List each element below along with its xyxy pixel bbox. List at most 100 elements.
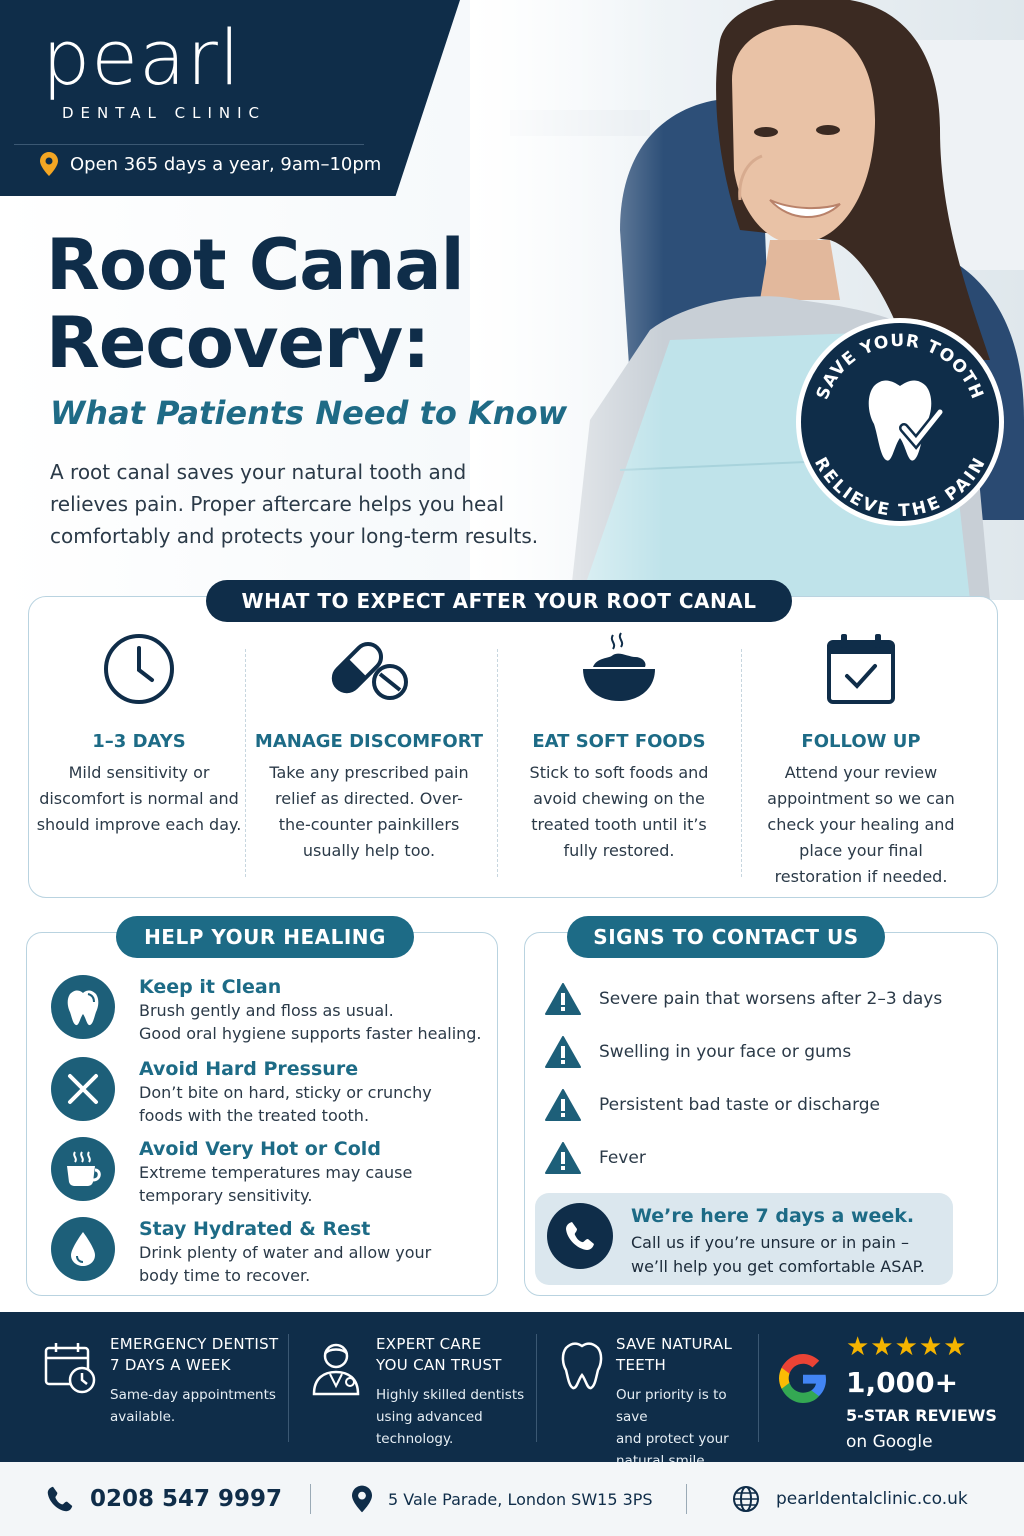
footer-phone[interactable]: 0208 547 9997 (46, 1462, 282, 1536)
water-drop-icon (71, 1232, 95, 1266)
save-tooth-seal: SAVE YOUR TOOTH RELIEVE THE PAIN (796, 318, 1004, 526)
sign-text: Swelling in your face or gums (599, 1042, 852, 1062)
healing-item-temperature: Avoid Very Hot or Cold Extreme temperatu… (51, 1137, 412, 1207)
expect-item-text: Mild sensitivity or discomfort is normal… (36, 763, 242, 834)
expect-item-title: EAT SOFT FOODS (532, 731, 706, 752)
healing-item-title: Keep it Clean (139, 976, 282, 998)
expect-heading: WHAT TO EXPECT AFTER YOUR ROOT CANAL (206, 580, 792, 622)
phone-icon (566, 1222, 594, 1250)
sign-item: Persistent bad taste or discharge (545, 1089, 880, 1121)
warning-icon (545, 1089, 581, 1121)
expect-item-discomfort: MANAGE DISCOMFORT Take any prescribed pa… (253, 629, 485, 864)
expect-item-title: MANAGE DISCOMFORT (254, 731, 484, 752)
sign-item: Swelling in your face or gums (545, 1036, 851, 1068)
call-title: We’re here 7 days a week. (631, 1205, 915, 1227)
title-line-1: Root Canal (46, 224, 465, 306)
expect-item-follow-up: FOLLOW UP Attend your review appointment… (745, 629, 977, 890)
globe-icon (733, 1486, 759, 1512)
logo-subtitle: DENTAL CLINIC (62, 104, 267, 122)
dentist-icon (312, 1343, 360, 1396)
expect-item-text: Take any prescribed pain relief as direc… (269, 763, 469, 860)
divider (497, 649, 498, 877)
healing-item-hydrate: Stay Hydrated & Rest Drink plenty of wat… (51, 1217, 431, 1287)
sign-item: Severe pain that worsens after 2–3 days (545, 983, 942, 1015)
footer-website[interactable]: pearldentalclinic.co.uk (732, 1462, 968, 1536)
review-count: 1,000+ (846, 1366, 959, 1399)
healing-item-clean: Keep it Clean Brush gently and floss as … (51, 975, 482, 1045)
divider (310, 1484, 311, 1514)
healing-item-pressure: Avoid Hard Pressure Don’t bite on hard, … (51, 1057, 432, 1127)
healing-item-text: Drink plenty of water and allow your (139, 1243, 432, 1262)
opening-hours: Open 365 days a year, 9am–10pm (40, 152, 381, 176)
divider (741, 649, 742, 877)
call-us-box: We’re here 7 days a week. Call us if you… (535, 1193, 953, 1285)
no-bite-icon (68, 1074, 98, 1104)
expect-item-text: Attend your review appointment so we can… (767, 763, 955, 886)
phone-icon (47, 1486, 73, 1512)
location-pin-icon (352, 1485, 372, 1513)
what-to-expect-panel: 1–3 DAYS Mild sensitivity or discomfort … (28, 596, 998, 898)
clock-icon (104, 634, 174, 704)
brand-panel (0, 0, 460, 196)
phone-number[interactable]: 0208 547 9997 (90, 1486, 283, 1512)
warning-icon (545, 1142, 581, 1174)
divider (288, 1334, 289, 1442)
expect-item-title: 1–3 DAYS (92, 731, 186, 752)
sign-text: Fever (599, 1148, 646, 1168)
hot-cup-icon (67, 1151, 101, 1186)
opening-hours-text: Open 365 days a year, 9am–10pm (70, 153, 382, 175)
pills-icon (331, 641, 408, 700)
healing-item-text: Don’t bite on hard, sticky or crunchy (139, 1083, 432, 1102)
contact-signs-panel: Severe pain that worsens after 2–3 days … (524, 932, 998, 1296)
divider (245, 649, 246, 877)
call-text-line: Call us if you’re unsure or in pain – (631, 1233, 909, 1252)
website-link[interactable]: pearldentalclinic.co.uk (776, 1489, 968, 1509)
healing-item-title: Stay Hydrated & Rest (139, 1218, 371, 1240)
healing-item-title: Avoid Hard Pressure (139, 1058, 359, 1080)
sign-text: Persistent bad taste or discharge (599, 1095, 881, 1115)
tooth-icon (67, 990, 99, 1026)
healing-item-text: Brush gently and floss as usual. (139, 1001, 394, 1020)
call-text-line: we’ll help you get comfortable ASAP. (631, 1257, 925, 1276)
footer-address: 5 Vale Parade, London SW15 3PS (352, 1462, 653, 1536)
healing-item-text: Extreme temperatures may cause (139, 1163, 413, 1182)
healing-item-text: foods with the treated tooth. (139, 1106, 370, 1125)
divider (536, 1334, 537, 1442)
help-healing-panel: Keep it Clean Brush gently and floss as … (26, 932, 498, 1296)
page-subtitle: What Patients Need to Know (50, 394, 568, 432)
address-text: 5 Vale Parade, London SW15 3PS (388, 1489, 653, 1509)
review-label: 5-STAR REVIEWS (846, 1406, 997, 1425)
bowl-icon (583, 632, 655, 701)
healing-item-text: body time to recover. (139, 1266, 311, 1285)
sign-text: Severe pain that worsens after 2–3 days (599, 989, 943, 1009)
logo-wordmark: pearl (42, 13, 241, 102)
sign-item: Fever (545, 1142, 646, 1174)
tooth-outline-icon (561, 1342, 603, 1390)
expect-item-text: Stick to soft foods and avoid chewing on… (529, 763, 709, 860)
google-logo-icon (779, 1354, 826, 1403)
healing-item-text: temporary sensitivity. (139, 1186, 313, 1205)
phone-button[interactable] (547, 1203, 613, 1269)
warning-icon (545, 1036, 581, 1068)
healing-item-title: Avoid Very Hot or Cold (139, 1138, 381, 1160)
review-platform: on Google (846, 1432, 933, 1452)
expect-item-days: 1–3 DAYS Mild sensitivity or discomfort … (23, 629, 255, 838)
location-pin-icon (40, 152, 58, 176)
divider (686, 1484, 687, 1514)
call-text: Call us if you’re unsure or in pain – we… (631, 1231, 925, 1279)
calendar-check-icon (827, 634, 895, 704)
tooth-check-icon (868, 380, 945, 461)
healing-item-text: Good oral hygiene supports faster healin… (139, 1024, 482, 1043)
warning-icon (545, 983, 581, 1015)
footer: 0208 547 9997 5 Vale Parade, London SW15… (0, 1462, 1024, 1536)
expect-item-title: FOLLOW UP (801, 731, 921, 752)
